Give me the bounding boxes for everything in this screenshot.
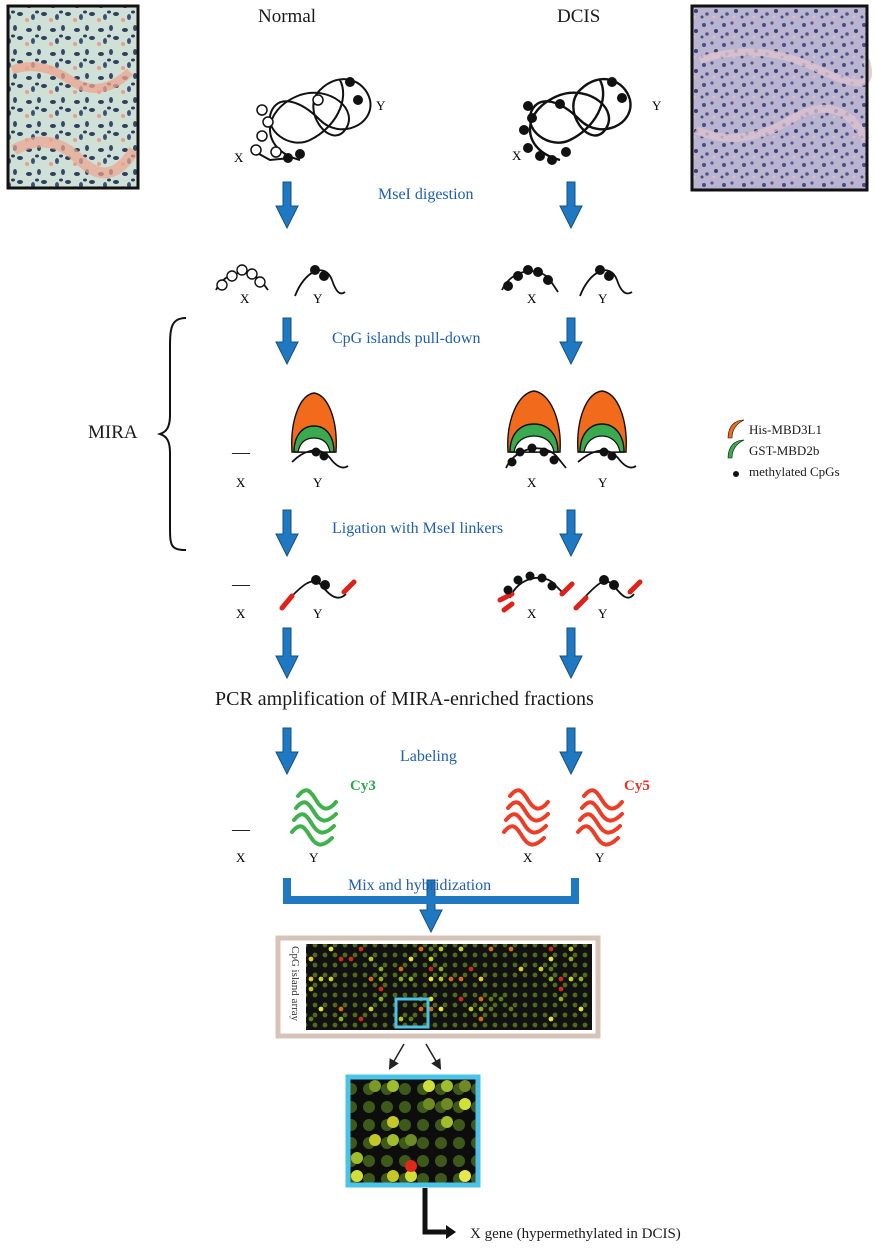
mira-bracket-label: MIRA: [88, 422, 138, 443]
step5-normal-x: X: [236, 850, 246, 865]
step-mix-hybridization: Mix and hybridization: [348, 877, 492, 894]
array-side-label: CpG island array: [289, 946, 301, 1022]
dcis-ligated-y: [573, 575, 643, 611]
legend-his-mbd3l1-swatch: [727, 419, 745, 439]
normal-column-header: Normal: [258, 6, 317, 27]
cy5-label: Cy5: [624, 778, 650, 794]
step3-normal-y: Y: [313, 475, 323, 490]
mix-bracket-connector: [283, 878, 579, 904]
step2-dcis-x: X: [527, 291, 537, 306]
normal-arrow-2: [275, 317, 299, 366]
legend-his-mbd3l1-label: His-MBD3L1: [749, 422, 822, 437]
cpg-island-array: [275, 935, 601, 1039]
step4-normal-x: X: [236, 606, 246, 621]
legend-gst-mbd2b-swatch: [727, 439, 745, 459]
result-arrow: [422, 1188, 446, 1235]
step4-normal-y: Y: [313, 606, 323, 621]
dcis-digested-x: [501, 265, 559, 293]
dcis-arrow-1: [559, 181, 583, 230]
legend-methylated-cpg-label: methylated CpGs: [749, 464, 840, 479]
step-ligation: Ligation with MseI linkers: [332, 520, 504, 537]
cy5-labeled-probe-x: [502, 788, 550, 847]
step2-normal-y: Y: [313, 291, 323, 306]
dcis-column-header: DCIS: [557, 6, 601, 27]
dcis-arrow-4: [559, 627, 583, 680]
normal-y-mbd-complex: [291, 392, 349, 469]
normal-genome-x-label: X: [234, 150, 244, 165]
normal-arrow-3: [275, 509, 299, 558]
step-pcr-amplification: PCR amplification of MIRA-enriched fract…: [215, 688, 594, 710]
result-text: X gene (hypermethylated in DCIS): [470, 1226, 681, 1242]
step3-dcis-y: Y: [598, 475, 608, 490]
normal-ligated-y: [279, 575, 357, 611]
normal-genome-dna: [250, 77, 372, 163]
step2-normal-x: X: [240, 291, 250, 306]
cy3-label: Cy3: [350, 778, 376, 794]
step5-dcis-x: X: [523, 850, 533, 865]
zoom-arrow-left: [388, 1043, 405, 1070]
cy3-labeled-probe: [290, 788, 338, 847]
step3-dcis-x: X: [527, 475, 537, 490]
normal-digested-y: [294, 265, 346, 297]
mira-brace: [156, 317, 187, 551]
step2-dcis-y: Y: [598, 291, 608, 306]
normal-arrow-1: [275, 181, 299, 230]
normal-arrow-5: [275, 727, 299, 776]
dcis-arrow-2: [559, 317, 583, 366]
dcis-genome-dna: [519, 77, 632, 165]
step5-normal-x-dash: —: [231, 819, 251, 839]
dcis-arrow-3: [559, 509, 583, 558]
normal-tissue-image: [6, 4, 140, 190]
step4-normal-x-dash: —: [231, 574, 251, 594]
legend-gst-mbd2b-label: GST-MBD2b: [749, 443, 820, 458]
normal-genome-y-label: Y: [376, 98, 386, 113]
dcis-ligated-x: [497, 571, 575, 613]
dcis-y-mbd-complex: [577, 390, 637, 469]
cy5-labeled-probe-y: [576, 788, 624, 847]
step5-dcis-y: Y: [595, 850, 605, 865]
dcis-genome-y-label: Y: [652, 98, 662, 113]
dcis-x-mbd-complex: [505, 390, 567, 469]
dcis-tissue-image: [690, 4, 873, 192]
step3-normal-x: X: [236, 475, 246, 490]
step4-dcis-x: X: [527, 606, 537, 621]
array-zoom-box: [394, 997, 430, 1029]
step5-normal-y: Y: [309, 850, 319, 865]
step-labeling: Labeling: [400, 748, 457, 765]
dcis-digested-y: [579, 265, 633, 297]
mix-arrow: [419, 879, 443, 934]
step-cpg-pulldown: CpG islands pull-down: [332, 330, 481, 347]
normal-arrow-4: [275, 627, 299, 680]
normal-digested-x: [215, 264, 269, 291]
dcis-arrow-5: [559, 727, 583, 776]
step3-normal-x-dash: —: [231, 442, 251, 462]
array-zoom-panel: [345, 1074, 481, 1188]
zoom-arrow-right: [425, 1043, 442, 1070]
legend-methylated-cpg-swatch: [733, 471, 739, 477]
step4-dcis-y: Y: [598, 606, 608, 621]
dcis-genome-x-label: X: [512, 148, 522, 163]
step-mse1-digestion: MseI digestion: [378, 186, 474, 203]
